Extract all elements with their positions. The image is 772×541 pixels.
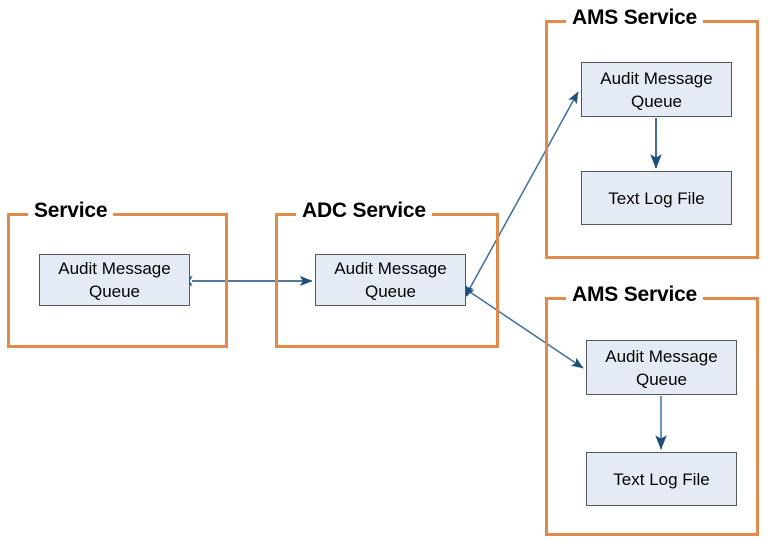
group-ams-service-bottom-title: AMS Service xyxy=(566,284,704,306)
node-adc-audit-message-queue[interactable]: Audit Message Queue xyxy=(315,254,466,306)
node-ams-top-audit-message-queue[interactable]: Audit Message Queue xyxy=(581,62,732,117)
group-service-title: Service xyxy=(28,200,114,222)
node-ams-bottom-audit-message-queue[interactable]: Audit Message Queue xyxy=(586,340,737,395)
node-label: Audit Message Queue xyxy=(605,346,718,389)
node-ams-top-text-log-file[interactable]: Text Log File xyxy=(581,171,732,225)
node-label: Text Log File xyxy=(608,188,705,208)
group-service: Service xyxy=(7,200,228,348)
node-label: Text Log File xyxy=(613,469,710,489)
group-adc-service: ADC Service xyxy=(275,200,499,348)
group-adc-service-title: ADC Service xyxy=(296,200,432,222)
node-label: Audit Message Queue xyxy=(58,259,171,301)
group-ams-service-top: AMS Service xyxy=(545,7,759,259)
node-ams-bottom-text-log-file[interactable]: Text Log File xyxy=(586,452,737,506)
group-ams-service-top-title: AMS Service xyxy=(566,7,704,29)
node-label: Audit Message Queue xyxy=(600,68,713,111)
node-service-audit-message-queue[interactable]: Audit Message Queue xyxy=(39,254,190,306)
group-ams-service-bottom: AMS Service xyxy=(545,284,759,536)
node-label: Audit Message Queue xyxy=(334,259,447,301)
